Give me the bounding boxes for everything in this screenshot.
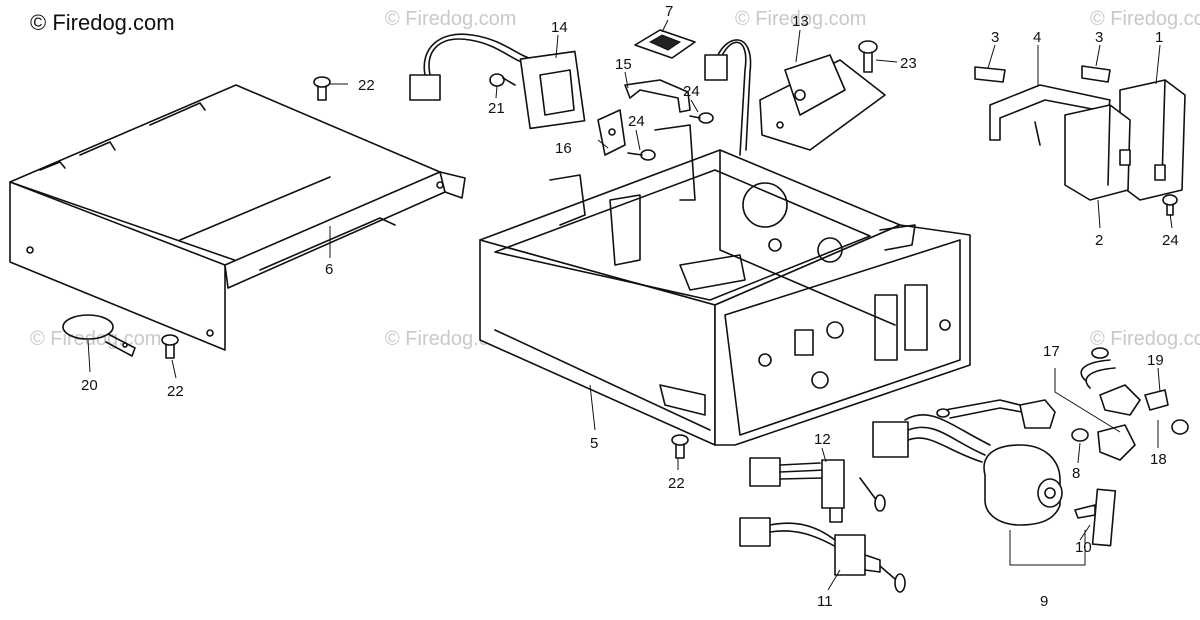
relay-2 xyxy=(1064,104,1131,201)
bracket-15 xyxy=(624,79,691,113)
callout-14: 14 xyxy=(551,19,568,36)
callout-18: 18 xyxy=(1150,451,1167,468)
callout-17: 17 xyxy=(1043,343,1060,360)
callout-24: 24 xyxy=(683,83,700,100)
callout-3: 3 xyxy=(991,29,999,46)
mounting-bracket xyxy=(989,84,1111,146)
callout-21: 21 xyxy=(488,100,505,117)
toggle-switch-11 xyxy=(739,517,906,593)
callout-22: 22 xyxy=(358,77,375,94)
watermark: © Firedog.com xyxy=(385,8,516,30)
callout-6: 6 xyxy=(325,261,333,278)
callout-11: 11 xyxy=(817,593,833,610)
callout-5: 5 xyxy=(590,435,598,452)
leader-lines xyxy=(87,19,1173,591)
callout-24: 24 xyxy=(628,113,645,130)
callout-1: 1 xyxy=(1155,29,1163,46)
watermark: © Firedog.com xyxy=(735,8,866,30)
main-chassis xyxy=(479,124,971,446)
plate xyxy=(634,29,696,59)
callout-9: 9 xyxy=(1040,593,1048,610)
callout-2: 2 xyxy=(1095,232,1103,249)
callout-19: 19 xyxy=(1147,352,1164,369)
lamp-lens xyxy=(1144,389,1189,435)
callout-3: 3 xyxy=(1095,29,1103,46)
screw-22 xyxy=(671,434,689,459)
watermark: © Firedog.com xyxy=(1090,328,1200,350)
cover-panel xyxy=(9,84,466,351)
shim-3 xyxy=(1081,65,1111,83)
grommet xyxy=(489,73,516,87)
callout-22: 22 xyxy=(167,383,184,400)
screw-24 xyxy=(1162,194,1178,216)
screw-22 xyxy=(161,334,179,359)
screw-23 xyxy=(858,40,878,73)
callout-20: 20 xyxy=(81,377,98,394)
relay-harness xyxy=(409,33,586,130)
ignition-switch xyxy=(872,414,1063,526)
callout-labels: 14 7 13 22 21 15 16 24 24 23 3 4 3 1 2 2… xyxy=(81,3,1179,610)
callout-8: 8 xyxy=(1072,465,1080,482)
callout-15: 15 xyxy=(615,56,632,73)
toggle-switch-12 xyxy=(749,457,886,523)
bracket-16 xyxy=(597,109,626,156)
callout-12: 12 xyxy=(814,431,831,448)
callout-4: 4 xyxy=(1033,29,1041,46)
clamp xyxy=(62,314,136,357)
key xyxy=(1074,488,1117,547)
callout-13: 13 xyxy=(792,13,809,30)
lamp-assembly xyxy=(936,399,1136,461)
callout-24: 24 xyxy=(1162,232,1179,249)
watermark: © Firedog.com xyxy=(1090,8,1200,30)
callout-22: 22 xyxy=(668,475,685,492)
callout-23: 23 xyxy=(900,55,917,72)
shim-3 xyxy=(974,66,1006,83)
callout-7: 7 xyxy=(665,3,673,20)
screw-24 xyxy=(627,149,656,161)
lamp-18 xyxy=(1080,347,1141,416)
screw-22 xyxy=(313,76,331,101)
callout-10: 10 xyxy=(1075,539,1092,556)
callout-16: 16 xyxy=(555,140,572,157)
brand-watermark: © Firedog.com xyxy=(30,10,175,35)
screw-24 xyxy=(689,112,714,124)
regulator-unit xyxy=(704,39,886,156)
